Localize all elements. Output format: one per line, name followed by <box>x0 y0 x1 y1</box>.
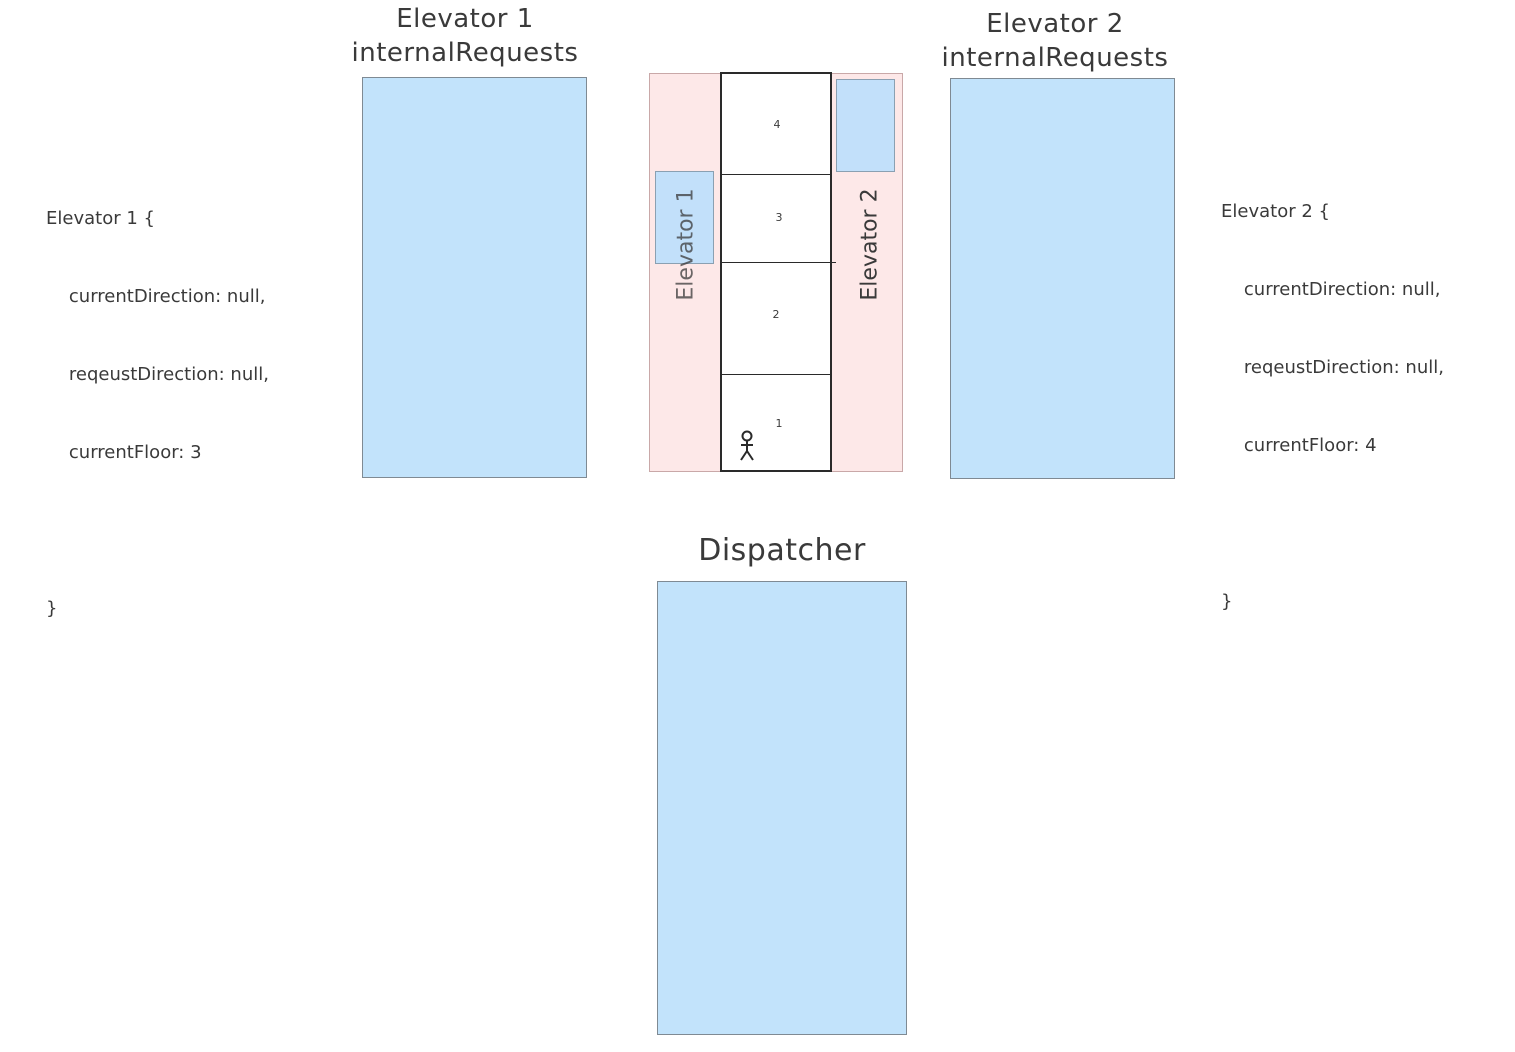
dispatcher-title: Dispatcher <box>698 533 866 568</box>
elevator2-queue-title-line2: internalRequests <box>941 43 1169 73</box>
elevator2-state-line: reqeustDirection: null, <box>1221 357 1444 378</box>
elevator1-internal-requests-box <box>362 77 587 478</box>
elevator1-state-line: Elevator 1 { <box>46 208 155 229</box>
elevator2-state: Elevator 2 { currentDirection: null, req… <box>1221 147 1444 641</box>
person-icon <box>740 430 754 461</box>
elevator2-internal-requests-box <box>950 78 1175 479</box>
elevator1-shaft-label: Elevator 1 <box>673 188 699 301</box>
elevator2-queue-title: Elevator 2 internalRequests <box>930 7 1180 75</box>
floor-divider <box>722 262 836 263</box>
elevator1-queue-title-line1: Elevator 1 <box>396 4 534 34</box>
elevator1-queue-title: Elevator 1 internalRequests <box>340 2 590 70</box>
elevator2-queue-title-line1: Elevator 2 <box>986 9 1124 39</box>
elevator1-state-line: currentFloor: 3 <box>46 442 202 463</box>
elevator2-state-line: currentFloor: 4 <box>1221 435 1377 456</box>
elevator1-state-line: reqeustDirection: null, <box>46 364 269 385</box>
elevator1-queue-title-line2: internalRequests <box>351 38 579 68</box>
elevator2-shaft-label: Elevator 2 <box>857 188 883 301</box>
floor-divider <box>722 374 832 375</box>
floor-label-3: 3 <box>775 211 783 224</box>
floor-label-4: 4 <box>773 118 781 131</box>
elevator2-state-line: Elevator 2 { <box>1221 201 1330 222</box>
floor-divider <box>722 174 832 175</box>
elevator1-state: Elevator 1 { currentDirection: null, req… <box>46 154 269 648</box>
elevator1-shaft <box>649 73 722 472</box>
elevator1-state-line: currentDirection: null, <box>46 286 266 307</box>
floor-label-1: 1 <box>775 417 783 430</box>
elevator2-state-line: } <box>1221 591 1233 612</box>
elevator2-state-line <box>1221 511 1444 537</box>
elevator1-state-line <box>46 518 269 544</box>
elevator2-car <box>836 79 895 172</box>
dispatcher-box <box>657 581 907 1035</box>
building: 4 3 2 1 <box>720 72 836 472</box>
elevator1-car <box>655 171 714 264</box>
floor-label-2: 2 <box>772 308 780 321</box>
elevator1-state-line: } <box>46 598 58 619</box>
elevator2-state-line: currentDirection: null, <box>1221 279 1441 300</box>
